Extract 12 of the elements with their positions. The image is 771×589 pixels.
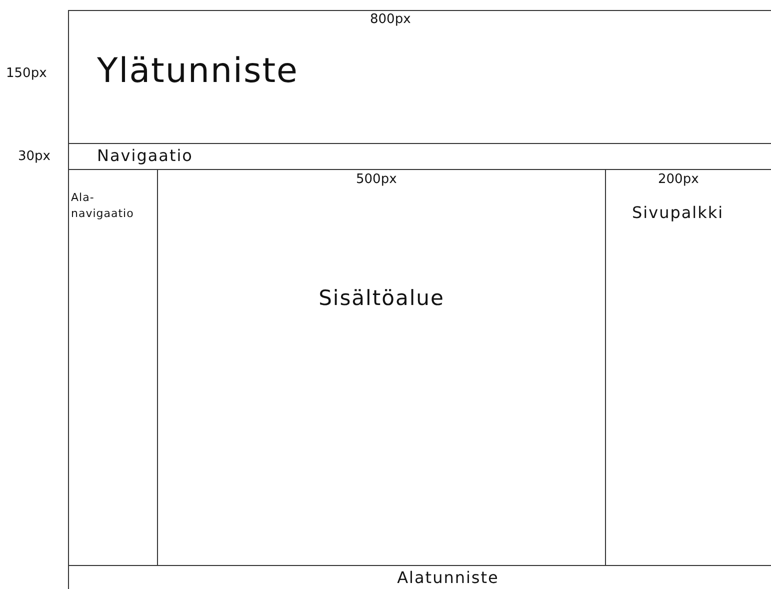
height-dimension: 150px xyxy=(6,66,47,81)
region-label: Ala- navigaatio xyxy=(71,190,135,222)
height-dimension: 30px xyxy=(18,149,50,164)
region-label: Alatunniste xyxy=(396,568,500,587)
region-label: Sivupalkki xyxy=(632,203,724,222)
width-dimension: 200px xyxy=(658,172,699,187)
width-dimension: 800px xyxy=(370,12,411,27)
header-region xyxy=(68,10,771,144)
width-dimension: 500px xyxy=(356,172,397,187)
region-label: Sisältöalue xyxy=(318,286,446,310)
region-label: Ylätunniste xyxy=(97,51,298,91)
region-label: Navigaatio xyxy=(97,146,193,165)
